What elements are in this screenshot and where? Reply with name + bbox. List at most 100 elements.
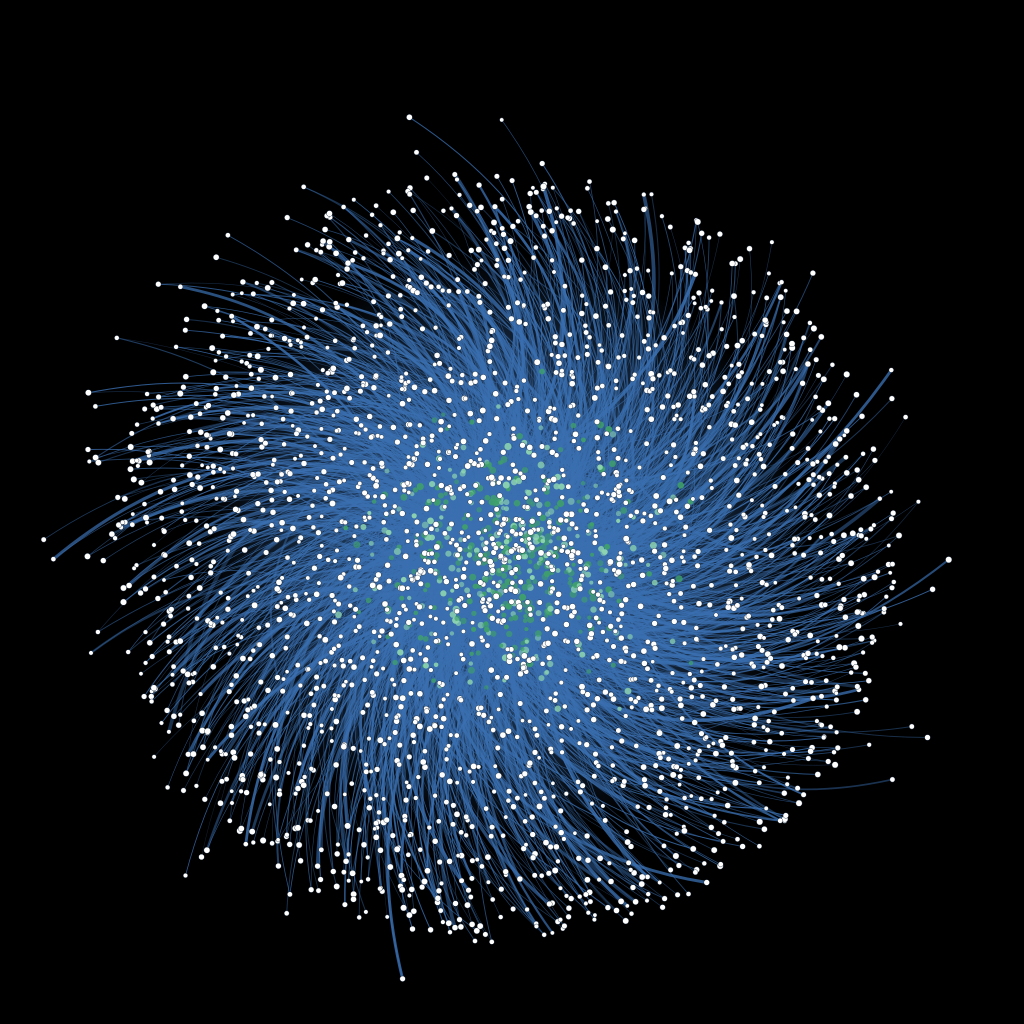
node	[721, 819, 727, 825]
node	[318, 450, 325, 456]
node	[446, 858, 453, 865]
node	[563, 510, 570, 518]
core-node	[627, 634, 633, 640]
core-node	[608, 591, 615, 598]
node	[213, 385, 220, 392]
peripheral-nodes-layer	[40, 114, 953, 982]
node	[600, 629, 606, 635]
node	[224, 606, 232, 613]
node	[171, 486, 178, 493]
core-node	[530, 501, 536, 507]
node	[641, 782, 649, 790]
core-node	[455, 620, 462, 626]
core-node	[581, 437, 586, 443]
node	[330, 455, 337, 462]
core-node	[589, 522, 595, 527]
node	[674, 413, 679, 418]
node	[628, 696, 634, 702]
core-node	[523, 614, 528, 619]
node	[210, 484, 216, 490]
node	[807, 535, 813, 541]
node	[641, 338, 648, 345]
core-node	[508, 616, 514, 622]
node	[623, 477, 629, 483]
node	[826, 470, 833, 477]
node	[516, 875, 524, 883]
core-node	[527, 559, 533, 565]
core-node	[590, 606, 597, 613]
node	[609, 744, 615, 750]
node	[466, 593, 472, 599]
node	[373, 202, 379, 209]
node	[858, 532, 865, 539]
node	[480, 374, 487, 381]
node	[549, 578, 555, 584]
node	[366, 413, 373, 420]
node	[594, 418, 601, 425]
node	[239, 278, 247, 286]
node	[514, 734, 520, 740]
core-node	[468, 542, 475, 549]
node	[622, 288, 628, 294]
node	[461, 566, 467, 572]
core-node	[510, 479, 518, 486]
core-node	[571, 562, 576, 567]
node	[392, 729, 399, 736]
node	[875, 569, 881, 575]
core-node	[547, 605, 554, 612]
node	[499, 225, 506, 232]
core-node	[423, 588, 428, 593]
node	[619, 332, 625, 339]
node	[779, 368, 787, 375]
node	[444, 372, 452, 380]
core-node	[397, 649, 404, 656]
node	[806, 476, 813, 483]
node	[448, 732, 454, 738]
node	[468, 247, 475, 254]
node	[239, 290, 245, 296]
node	[410, 732, 417, 739]
node	[453, 583, 460, 590]
node	[166, 648, 173, 655]
node	[450, 802, 457, 809]
core-node	[598, 589, 603, 594]
node	[392, 694, 400, 701]
node	[638, 873, 646, 881]
node	[819, 653, 825, 659]
node	[732, 462, 739, 469]
core-node	[458, 581, 465, 588]
core-node	[554, 705, 561, 712]
node	[610, 695, 617, 703]
node	[582, 323, 589, 329]
core-node	[352, 587, 358, 593]
node	[596, 677, 603, 683]
node	[715, 830, 722, 837]
node	[189, 481, 196, 488]
core-node	[434, 527, 440, 533]
node	[836, 643, 843, 651]
node	[617, 658, 625, 665]
core-node	[581, 596, 588, 603]
node	[755, 704, 761, 710]
node	[500, 833, 506, 839]
node	[314, 862, 321, 870]
node	[593, 511, 600, 518]
core-node	[431, 678, 436, 683]
node	[807, 346, 814, 353]
node	[419, 620, 425, 627]
node	[155, 394, 162, 401]
core-node	[544, 501, 551, 508]
node	[407, 690, 414, 697]
core-node	[458, 537, 464, 543]
node	[735, 402, 741, 407]
node	[722, 734, 729, 741]
core-node	[593, 483, 598, 489]
node	[364, 329, 370, 335]
node	[362, 677, 368, 683]
node	[353, 523, 360, 530]
node	[751, 715, 759, 722]
node	[651, 502, 659, 510]
node	[645, 332, 651, 338]
node	[95, 629, 101, 635]
node	[245, 593, 251, 599]
